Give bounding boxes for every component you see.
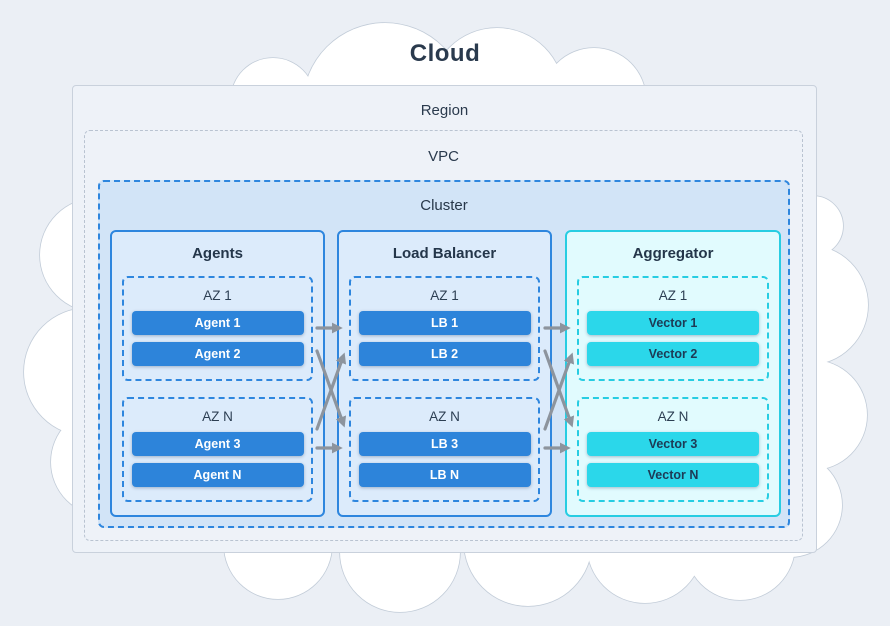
lb-az1-label: AZ 1 (430, 288, 459, 303)
load-balancer-column-title: Load Balancer (392, 245, 497, 262)
agents-azn-box: AZ N Agent 3 Agent N (122, 397, 313, 502)
node-agent-3: Agent 3 (131, 432, 304, 456)
vpc-box: VPC (84, 130, 803, 541)
node-vector-2: Vector 2 (587, 342, 759, 366)
node-vector-3: Vector 3 (587, 432, 759, 456)
node-lb-n: LB N (358, 463, 531, 487)
node-agent-n: Agent N (131, 463, 304, 487)
node-agent-1: Agent 1 (131, 311, 304, 335)
aggregator-azn-box: AZ N Vector 3 Vector N (577, 397, 769, 502)
node-lb-2: LB 2 (358, 342, 531, 366)
agents-column: Agents AZ 1 Agent 1 Agent 2 AZ N Agent 3… (110, 230, 325, 517)
load-balancer-column: Load Balancer AZ 1 LB 1 LB 2 AZ N LB 3 L… (337, 230, 552, 517)
cloud-title: Cloud (409, 40, 481, 67)
node-vector-1: Vector 1 (587, 311, 759, 335)
aggregator-column-title: Aggregator (632, 245, 714, 262)
cluster-label: Cluster (420, 197, 468, 214)
lb-azn-label: AZ N (429, 409, 460, 424)
vpc-label: VPC (428, 148, 459, 165)
agents-az1-label: AZ 1 (203, 288, 232, 303)
aggregator-az1-box: AZ 1 Vector 1 Vector 2 (577, 276, 769, 381)
aggregator-az1-label: AZ 1 (658, 288, 688, 303)
aggregator-azn-label: AZ N (657, 409, 689, 424)
node-agent-2: Agent 2 (131, 342, 304, 366)
aggregator-column: Aggregator AZ 1 Vector 1 Vector 2 AZ N V… (565, 230, 781, 517)
node-lb-3: LB 3 (358, 432, 531, 456)
agents-azn-label: AZ N (202, 409, 233, 424)
node-lb-1: LB 1 (358, 311, 531, 335)
agents-az1-box: AZ 1 Agent 1 Agent 2 (122, 276, 313, 381)
lb-azn-box: AZ N LB 3 LB N (349, 397, 540, 502)
node-vector-n: Vector N (587, 463, 759, 487)
region-label: Region (420, 102, 469, 119)
agents-column-title: Agents (192, 245, 243, 262)
lb-az1-box: AZ 1 LB 1 LB 2 (349, 276, 540, 381)
